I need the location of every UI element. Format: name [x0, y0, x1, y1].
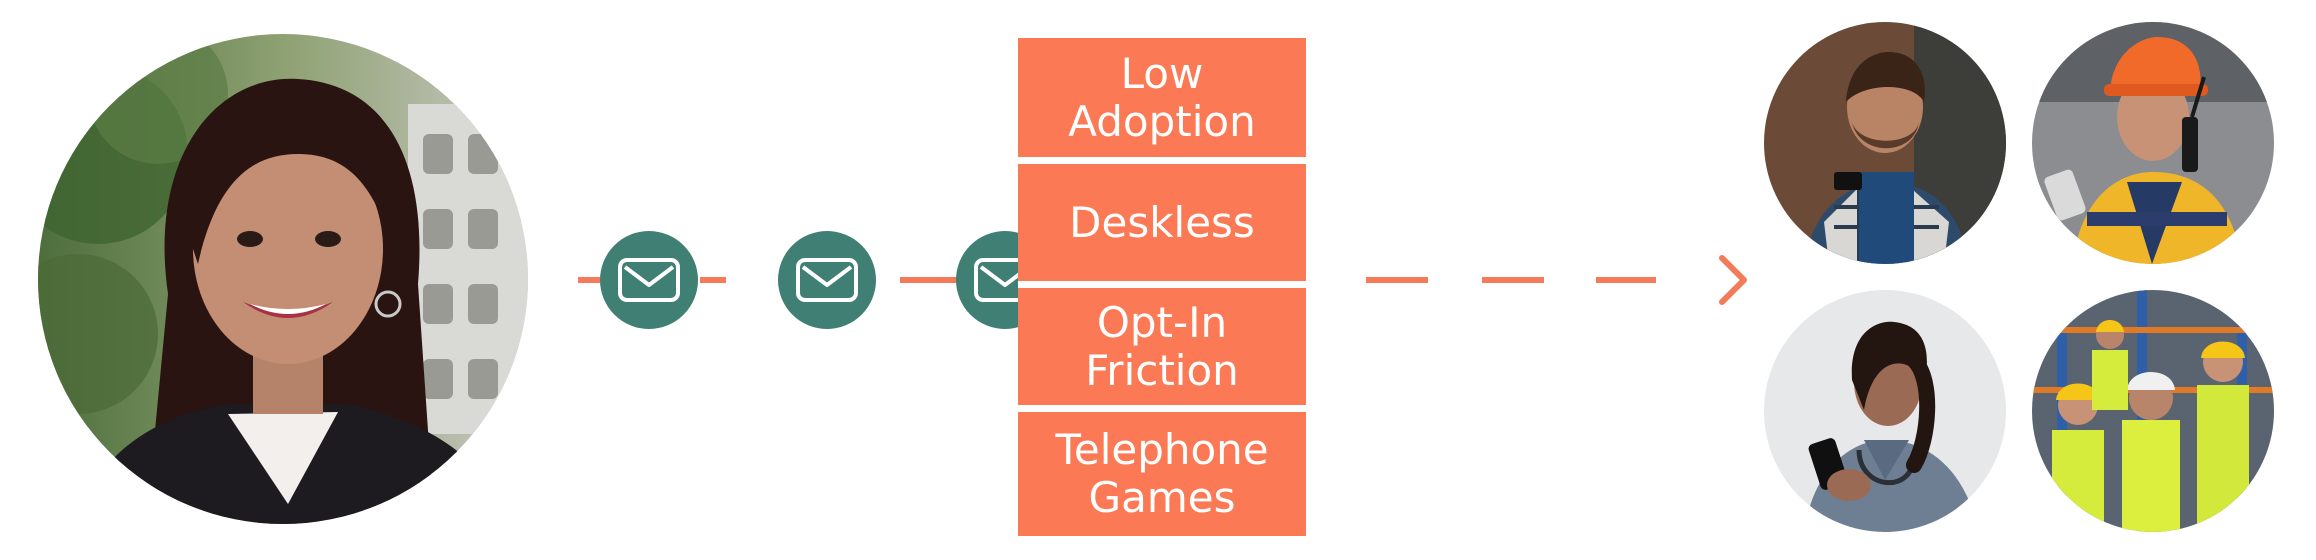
envelope-icon	[618, 258, 680, 302]
envelope-icon	[796, 258, 858, 302]
barrier-deskless: Deskless	[1018, 164, 1306, 281]
worker-photo	[2032, 22, 2274, 264]
barrier-opt-in-friction: Opt-In Friction	[1018, 288, 1306, 405]
nurse-with-phone-icon	[1764, 290, 2006, 532]
barrier-stack: Low Adoption Deskless Opt-In Friction Te…	[1018, 38, 1306, 536]
barrier-low-adoption: Low Adoption	[1018, 38, 1306, 157]
worker-hard-hat-radio-icon	[2032, 22, 2274, 264]
worker-photo	[1764, 22, 2006, 264]
worker-phone-plaid-shirt-icon	[1764, 22, 2006, 264]
chevron-right-icon	[1719, 255, 1747, 305]
warehouse-team-safety-vests-icon	[2032, 290, 2274, 532]
message-envelope	[778, 231, 876, 329]
message-envelope	[600, 231, 698, 329]
barrier-telephone-games: Telephone Games	[1018, 412, 1306, 536]
worker-photo	[1764, 290, 2006, 532]
worker-photo	[2032, 290, 2274, 532]
